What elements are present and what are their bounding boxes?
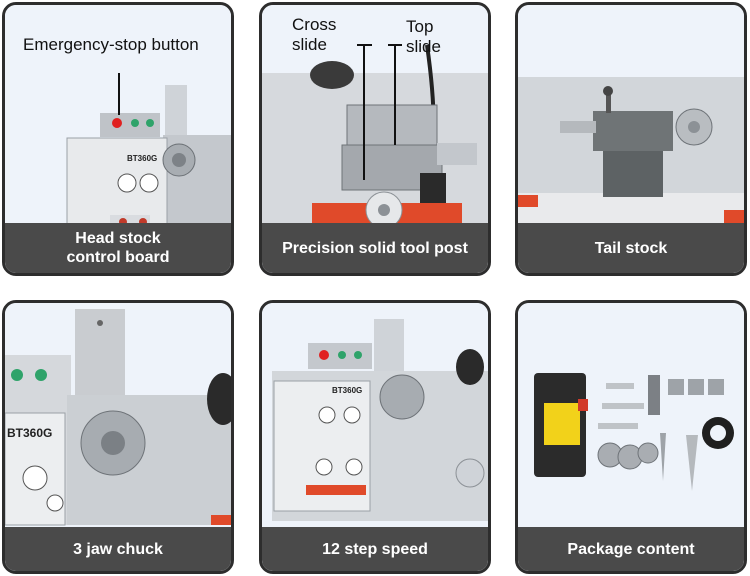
- panel-head-stock: BT360G Emergency-stop button Head stock …: [2, 2, 234, 276]
- emergency-stop-icon: [112, 118, 122, 128]
- panel-caption: Tail stock: [518, 223, 744, 273]
- top-slide-callout: Top slide: [406, 17, 441, 56]
- emergency-stop-callout: Emergency-stop button: [23, 35, 199, 54]
- panel-tool-post: Cross slide Top slide Precision solid to…: [259, 2, 491, 276]
- panel-12-step-speed: BT360G 12 step speed: [259, 300, 491, 574]
- panel-caption: Precision solid tool post: [262, 223, 488, 273]
- svg-text:BT360G: BT360G: [127, 154, 157, 163]
- speed-photo: BT360G: [262, 303, 488, 571]
- panel-caption: 3 jaw chuck: [5, 527, 231, 571]
- model-label: BT360G: [7, 426, 52, 440]
- cross-slide-callout: Cross slide: [292, 15, 337, 54]
- panel-three-jaw-chuck: BT360G 3 jaw chuck: [2, 300, 234, 574]
- panel-caption: Package content: [518, 527, 744, 571]
- panel-caption: 12 step speed: [262, 527, 488, 571]
- panel-tail-stock: Tail stock: [515, 2, 747, 276]
- package-photo: [518, 303, 744, 571]
- model-label: BT360G: [332, 386, 362, 395]
- panel-package-content: Package content: [515, 300, 747, 574]
- panel-caption: Head stock control board: [5, 223, 231, 273]
- chuck-photo: BT360G: [5, 303, 231, 571]
